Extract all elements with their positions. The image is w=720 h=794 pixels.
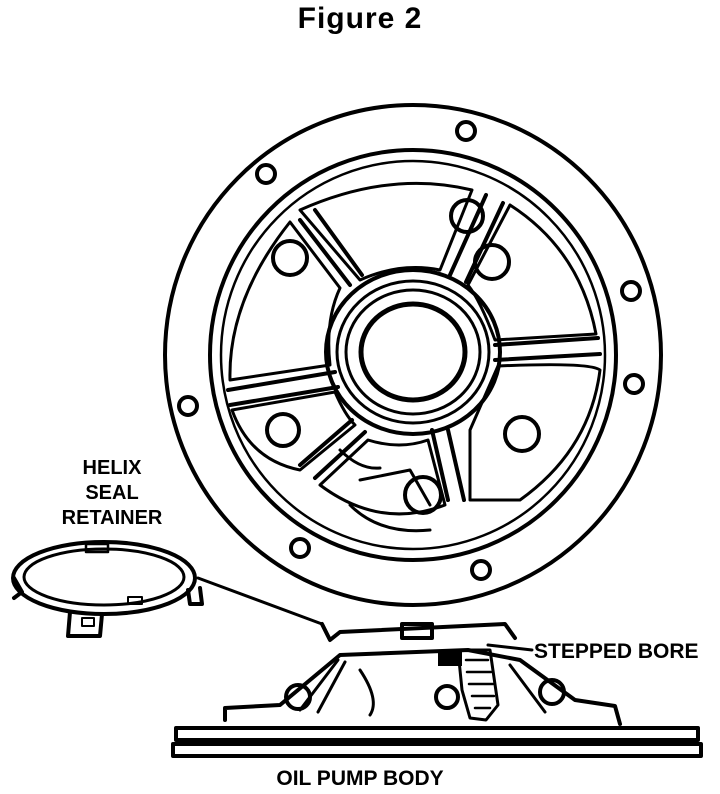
boss <box>284 683 312 711</box>
oil-pump-body <box>171 622 703 758</box>
port <box>503 415 541 453</box>
bolt-holes <box>177 120 645 581</box>
bolt-hole <box>470 559 492 581</box>
base-plate-upper <box>174 726 700 742</box>
label-helix: HELIX <box>82 457 142 479</box>
bolt-hole <box>455 120 477 142</box>
label-retainer: RETAINER <box>61 507 163 529</box>
leader-line-stepped-bore <box>486 643 534 652</box>
retainer-tab-bottom <box>66 610 104 638</box>
bolt-hole <box>289 537 311 559</box>
stepped-bore-section <box>438 648 500 722</box>
label-oil-pump-body: OIL PUMP BODY <box>276 767 444 790</box>
bolt-hole <box>623 373 645 395</box>
retainer-ring-inner <box>22 547 186 607</box>
boss <box>538 678 566 706</box>
cover-inner-rim-2 <box>219 159 607 551</box>
port <box>473 243 511 281</box>
cover-inner-rim <box>208 148 618 562</box>
helix-seal-retainer <box>11 540 204 638</box>
cover-ribs <box>226 193 602 502</box>
cover-outer-rim <box>163 103 663 607</box>
retainer-notch-top <box>84 542 110 554</box>
retainer-notch <box>127 596 143 605</box>
retainer-tab-left <box>12 576 24 600</box>
retainer-tab-right <box>186 586 204 606</box>
fluid-ports <box>265 198 541 515</box>
port <box>271 239 309 277</box>
bolt-hole <box>177 395 199 417</box>
retainer-seated <box>320 622 517 642</box>
pump-cover <box>163 103 663 607</box>
base-plate-lower <box>171 742 703 758</box>
bolt-hole <box>620 280 642 302</box>
label-stepped-bore: STEPPED BORE <box>534 640 699 663</box>
figure-title: Figure 2 <box>297 2 423 35</box>
boss <box>434 684 460 710</box>
cover-cavities <box>228 181 602 516</box>
leader-line-retainer <box>196 576 324 626</box>
cover-detail <box>338 448 432 533</box>
port <box>449 198 485 234</box>
bolt-hole <box>255 163 277 185</box>
label-seal: SEAL <box>85 482 139 504</box>
port <box>265 412 301 448</box>
center-hub <box>324 268 502 436</box>
port <box>403 475 443 515</box>
